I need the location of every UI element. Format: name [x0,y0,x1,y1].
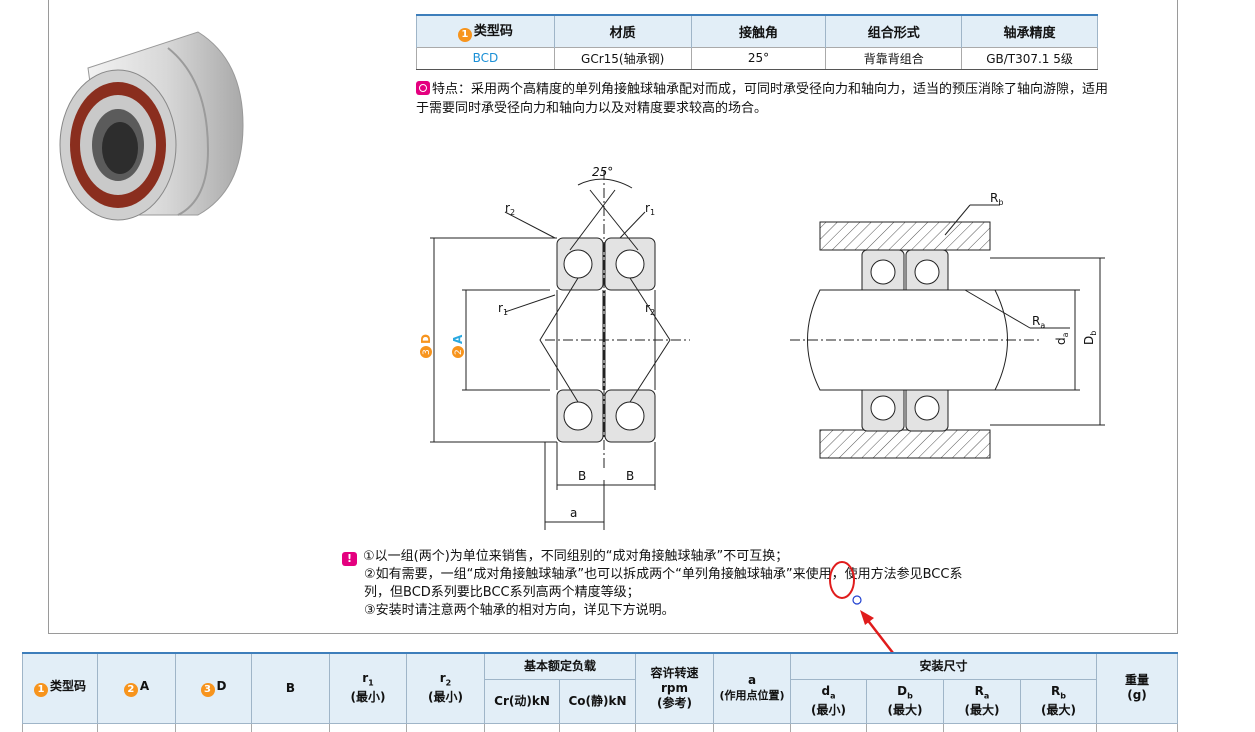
r2-label: r2 [505,201,515,217]
d-label: D [419,334,433,344]
spec-header-precision: 轴承精度 [961,14,1098,47]
spec-material: GCr15(轴承钢) [553,46,692,70]
note-line-1: !①以一组(两个)为单位来销售，不同组别的“成对角接触球轴承”不可互换； [342,548,1162,566]
spec-precision: GB/T307.1 5级 [961,46,1098,70]
table-row [22,722,1178,732]
spec-header-combo: 组合形式 [825,14,963,47]
badge-2-icon: 2 [454,349,464,355]
col-db: Db(最大) [866,678,944,724]
bearing-photo [59,31,244,221]
spec-code[interactable]: BCD [416,46,555,70]
col-a-pos: a(作用点位置) [713,652,791,724]
db-label: Db [1082,331,1098,345]
col-cr: Cr(动)kN [484,678,560,724]
spec-angle: 25° [690,46,827,70]
bearing-right-mounted [790,204,1105,459]
b-label-2: B [626,469,634,483]
a-label: a [570,506,577,520]
col-r2: r2(最小) [406,652,485,724]
r2-label-right: r2 [645,301,655,317]
feature-icon [416,81,430,95]
badge-3-icon: 3 [422,349,432,355]
col-rb: Rb(最大) [1020,678,1097,724]
da-label: da [1054,332,1070,345]
ra-label: Ra [1032,314,1045,330]
col-co: Co(静)kN [559,678,636,724]
note-line-4: ③安装时请注意两个轴承的相对方向，详见下方说明。 [364,603,675,618]
b-label-1: B [578,469,586,483]
spec-combo: 背靠背组合 [825,46,963,70]
a-dim-label: A [451,334,465,344]
warning-icon: ! [342,552,357,566]
col-b: B [251,652,330,724]
rb-label: Rb [990,191,1003,207]
bearing-diagram: 25° r2 r1 r1 r2 B B a 3 D 2 A Rb Ra da D… [419,165,1105,530]
badge-1-icon: 1 [457,28,472,43]
col-install-group: 安装尺寸 [790,652,1097,680]
note-line-2: ②如有需要，一组“成对角接触球轴承”也可以拆成两个“单列角接触球轴承”来使用，使… [364,567,963,582]
col-weight: 重量(g) [1096,652,1178,724]
col-da: da(最小) [790,678,867,724]
angle-label: 25° [592,165,613,179]
col-ra: Ra(最大) [943,678,1021,724]
spec-header-angle: 接触角 [690,14,827,47]
bearing-left-cross-section [430,170,690,530]
content-frame [48,0,1178,634]
notes-block: !①以一组(两个)为单位来销售，不同组别的“成对角接触球轴承”不可互换； ②如有… [342,548,1162,620]
col-load-group: 基本额定负载 [484,652,636,680]
note-line-3: 列，但BCD系列要比BCC系列高两个精度等级； [364,585,640,600]
feature-text: 特点：采用两个高精度的单列角接触球轴承配对而成，可同时承受径向力和轴向力，适当的… [416,81,1109,116]
r1-label-left: r1 [498,301,508,317]
r1-label-top: r1 [645,201,655,217]
col-r1: r1(最小) [329,652,407,724]
spec-header-material: 材质 [553,14,692,47]
